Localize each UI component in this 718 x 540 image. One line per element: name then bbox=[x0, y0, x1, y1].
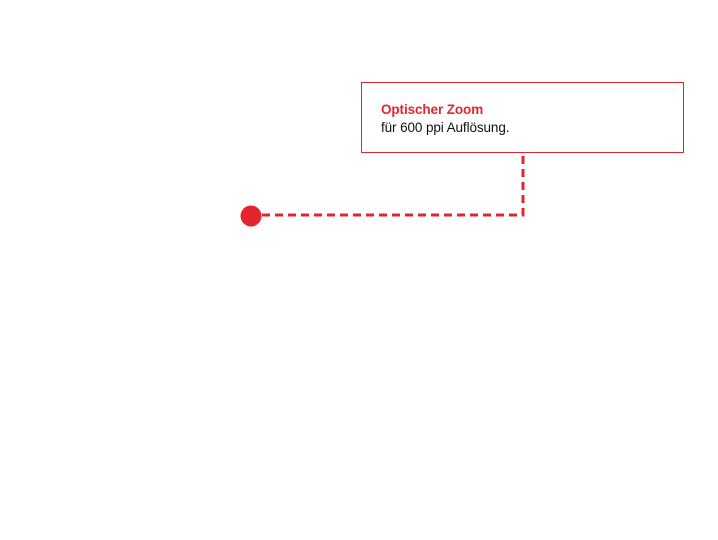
callout-description: für 600 ppi Auflösung. bbox=[381, 120, 510, 135]
callout-title: Optischer Zoom bbox=[381, 102, 484, 117]
callout-box: Optischer Zoom für 600 ppi Auflösung. bbox=[361, 82, 684, 153]
dashed-leader-line bbox=[262, 154, 525, 217]
hotspot-dot[interactable] bbox=[240, 205, 262, 227]
